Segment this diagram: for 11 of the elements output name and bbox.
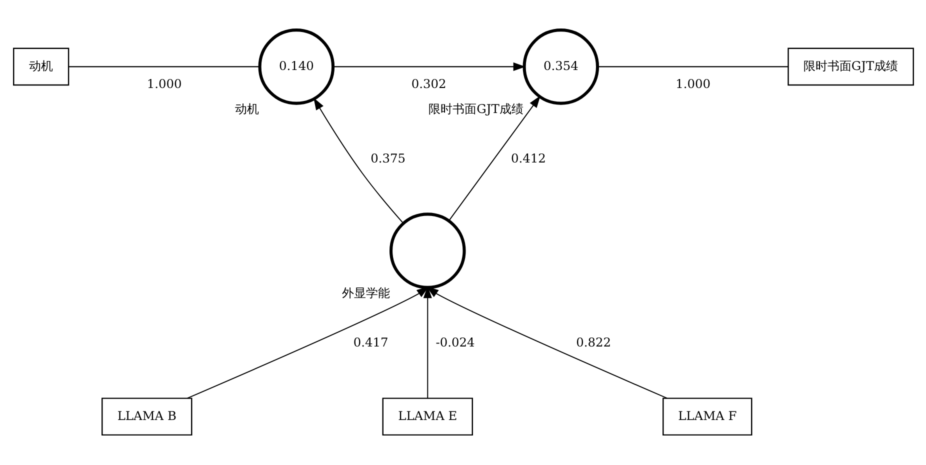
edge-label: 0.375 [370,151,406,166]
edge-label: 0.417 [352,336,388,350]
edge-label: 1.000 [146,77,182,92]
node-label: 限时书面GJT成绩 [428,102,523,116]
edge-label: 0.822 [576,336,611,350]
node-label: 动机 [234,102,259,116]
edge-label: 0.412 [510,151,546,166]
node-label: 外显学能 [342,286,390,300]
edge-label: 0.302 [410,77,446,92]
edge-label: -0.024 [435,336,474,350]
edge-label: 1.000 [675,77,710,92]
